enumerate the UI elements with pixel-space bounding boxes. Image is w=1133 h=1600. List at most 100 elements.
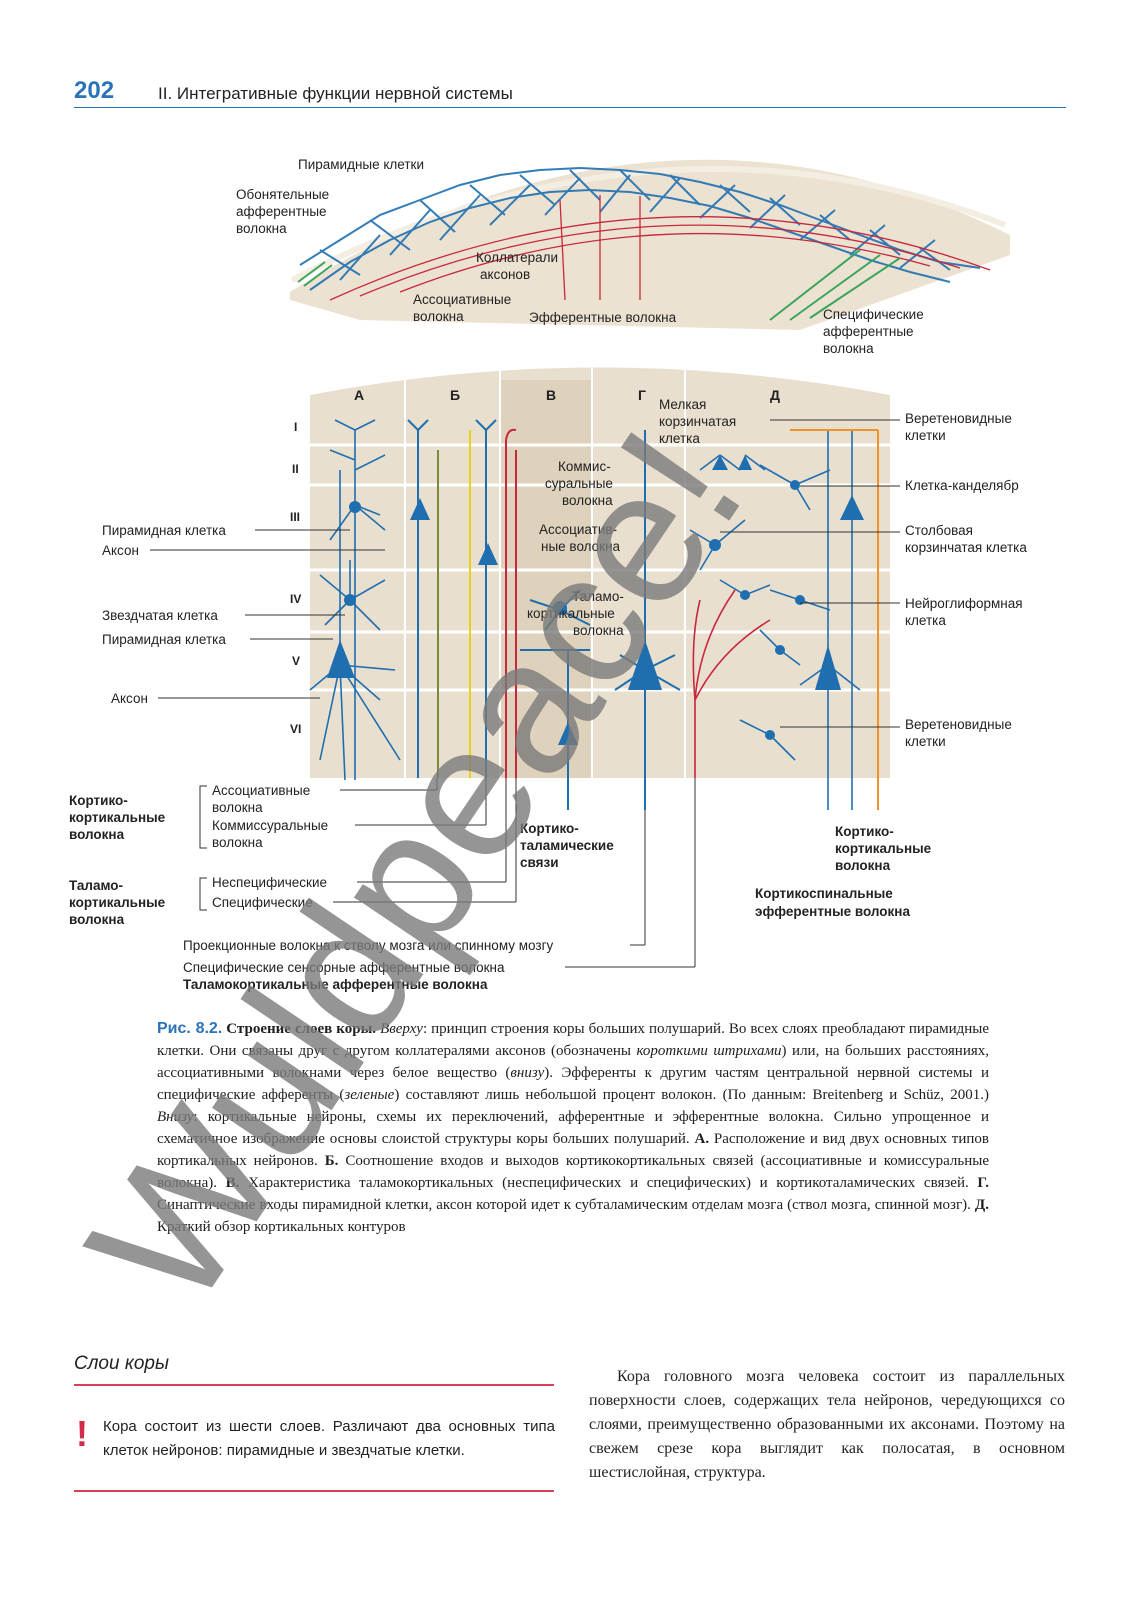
body-paragraph: Кора головного мозга человека состоит из… (589, 1368, 1065, 1481)
label-neurogliaform-1: Нейроглиформная (905, 596, 1023, 611)
layer-label-4: IV (290, 592, 302, 606)
caption-text-g: Синаптические входы пирамидной клетки, а… (157, 1197, 975, 1213)
caption-text-v: Характеристика таламокортикальных (неспе… (239, 1175, 978, 1191)
column-a-neurons (309, 419, 401, 781)
column-b-fibers (407, 419, 497, 778)
label-small-basket-1: Мелкая (659, 397, 707, 412)
caption-below-word: внизу (510, 1065, 545, 1081)
label-column-basket-2: корзинчатая клетка (905, 540, 1027, 555)
label-specific-afferent-3: волокна (823, 341, 874, 356)
label-specific-afferent-1: Специфические (823, 307, 924, 322)
layer-panel (310, 367, 890, 778)
exclamation-icon: ! (76, 1413, 88, 1454)
label-axon-2: Аксон (111, 691, 148, 706)
label-comm-bottom-1: Коммиссуральные (212, 818, 329, 833)
label-cortico-cortical-3: волокна (69, 827, 125, 842)
label-column-basket-1: Столбовая (905, 523, 973, 538)
caption-bottom-word: Внизу (157, 1109, 194, 1125)
label-commissural-2: суральные (545, 476, 613, 491)
caption-text-b: Соотношение входов и выходов кортикокорт… (157, 1153, 989, 1191)
column-v-fibers (505, 428, 591, 810)
label-corticothalamic-2: таламические (520, 838, 614, 853)
label-corticospinal-2: эфферентные волокна (755, 904, 910, 919)
label-small-basket-3: клетка (659, 431, 700, 446)
label-specific-afferent-2: афферентные (823, 324, 914, 339)
note-bottom-rule (74, 1490, 554, 1492)
caption-fig-number: Рис. 8.2. (157, 1020, 223, 1037)
header-rule (74, 107, 1066, 108)
label-collaterals-2: аксонов (480, 267, 531, 282)
label-stellate-cell: Звездчатая клетка (102, 608, 218, 623)
label-pyramidal-cells-top: Пирамидные клетки (298, 157, 425, 172)
label-efferent-top: Эфферентные волокна (529, 310, 677, 325)
leader-lines (150, 419, 900, 968)
label-specific-sensory: Специфические сенсорные афферентные воло… (183, 960, 505, 975)
layer-label-6: VI (290, 722, 302, 736)
top-pyramidal-mesh (299, 166, 981, 291)
cortex-figure (150, 159, 1010, 968)
label-small-basket-2: корзинчатая (659, 414, 737, 429)
label-assoc-bottom-2: волокна (212, 800, 263, 815)
caption-b: Б. (324, 1153, 339, 1169)
label-olfactory-1: Обонятельные (236, 187, 330, 202)
label-thalamo-inner-2: кортикальные (527, 606, 615, 621)
page-number: 202 (74, 77, 115, 104)
label-comm-bottom-2: волокна (212, 835, 263, 850)
label-spindle-2a: Веретеновидные (905, 717, 1012, 732)
column-a-somas (327, 501, 361, 678)
column-d-orange (790, 429, 879, 810)
column-label-v: В (546, 387, 557, 403)
label-association-inner-2: ные волокна (541, 539, 621, 554)
label-projection: Проекционные волокна к стволу мозга или … (183, 938, 554, 953)
label-assoc-bottom-1: Ассоциативные (212, 783, 311, 798)
note-text: Кора состоит из шести слоев. Различают д… (103, 1418, 555, 1459)
caption-text-4: ) составляют лишь небольшой процент воло… (394, 1087, 989, 1103)
label-spindle-1a: Веретеновидные (905, 411, 1012, 426)
section-title: Слои коры (74, 1353, 169, 1374)
caption-text-a: Расположение и вид двух основных типов к… (157, 1131, 990, 1169)
label-commissural-3: волокна (562, 493, 613, 508)
label-corticothalamic-3: связи (520, 855, 559, 870)
layer-label-3: III (290, 510, 301, 524)
label-thalamo-cortical-2: кортикальные (69, 895, 166, 910)
label-cortico-cortical-1: Кортико- (69, 793, 128, 808)
caption-text-2: ) или, на больших расстояниях, ассоциати… (157, 1043, 989, 1081)
label-thalamo-inner-3: волокна (573, 623, 624, 638)
label-pyramidal-cell-2: Пирамидная клетка (102, 632, 226, 647)
label-specific: Специфические (212, 895, 313, 910)
label-spindle-2b: клетки (905, 734, 946, 749)
caption-short-strokes: короткими штрихами (636, 1043, 782, 1059)
caption-g: Г. (977, 1175, 989, 1191)
caption-text-3: ). Эфференты к другим частям центральной… (157, 1065, 989, 1103)
label-olfactory-3: волокна (236, 221, 287, 236)
label-axon-1: Аксон (102, 543, 139, 558)
label-assoc-top-2: волокна (413, 309, 464, 324)
label-cortico-cortical-2: кортикальные (69, 810, 166, 825)
caption-green-word: зеленые (344, 1087, 395, 1103)
label-cortico-right-2: кортикальные (835, 841, 932, 856)
label-neurogliaform-2: клетка (905, 613, 946, 628)
label-thalamo-cortical-1: Таламо- (69, 878, 124, 893)
label-pyramidal-cell-1: Пирамидная клетка (102, 523, 226, 538)
layer-label-2: II (292, 462, 299, 476)
caption-top-word: Вверху (380, 1021, 423, 1037)
column-label-d: Д (770, 387, 780, 403)
top-green-fibers (297, 249, 901, 321)
label-cortico-right-1: Кортико- (835, 824, 894, 839)
column-g-neuron (614, 430, 681, 810)
label-assoc-top-1: Ассоциативные (413, 292, 512, 307)
label-chandelier: Клетка-канделябр (905, 478, 1019, 493)
note-top-rule (74, 1384, 554, 1386)
caption-text-5: : кортикальные нейроны, схемы их переклю… (157, 1109, 989, 1147)
label-corticospinal-1: Кортикоспинальные (755, 886, 893, 901)
label-commissural-1: Коммис- (558, 459, 611, 474)
column-d-red (692, 589, 771, 778)
layer-label-5: V (292, 654, 301, 668)
running-title: II. Интегративные функции нервной систем… (158, 84, 513, 103)
label-olfactory-2: афферентные (236, 204, 327, 219)
top-collaterals (329, 195, 991, 301)
label-corticothalamic-1: Кортико- (520, 821, 579, 836)
caption-a: А. (694, 1131, 710, 1147)
column-label-a: А (354, 387, 365, 403)
top-cortex-arc (290, 159, 1010, 330)
